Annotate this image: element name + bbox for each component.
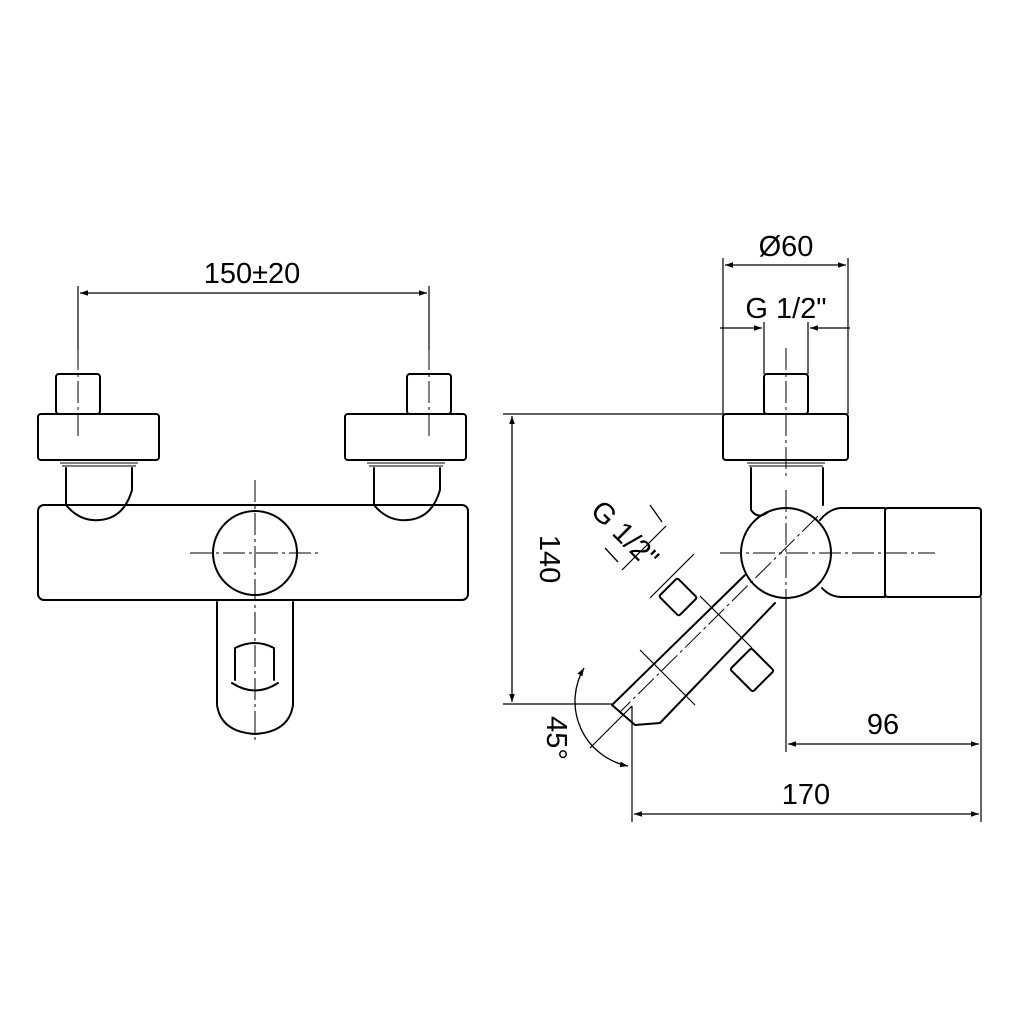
thread-diagonal-label: G 1/2"	[584, 495, 664, 575]
mixer-body	[37, 504, 469, 601]
right-connector	[344, 373, 467, 522]
thread-top-label: G 1/2"	[745, 293, 826, 325]
spacing-label: 150±20	[204, 258, 301, 290]
angle-label: 45°	[540, 716, 572, 760]
angle-arc	[574, 667, 629, 768]
depth-total-label: 170	[782, 779, 830, 811]
depth-short-label: 96	[867, 709, 899, 741]
front-view: 150±20	[37, 258, 469, 740]
dimension-line-thread-diagonal	[604, 547, 619, 563]
center-line	[619, 515, 819, 713]
dimension-line-thread-diagonal	[649, 504, 663, 523]
side-spout	[611, 574, 776, 726]
height-label: 140	[533, 535, 565, 583]
diameter-label: Ø60	[759, 231, 814, 263]
side-view: Ø60 G 1/2" 140 G 1/2" 45° 96 170	[503, 231, 982, 822]
left-connector	[37, 373, 160, 522]
